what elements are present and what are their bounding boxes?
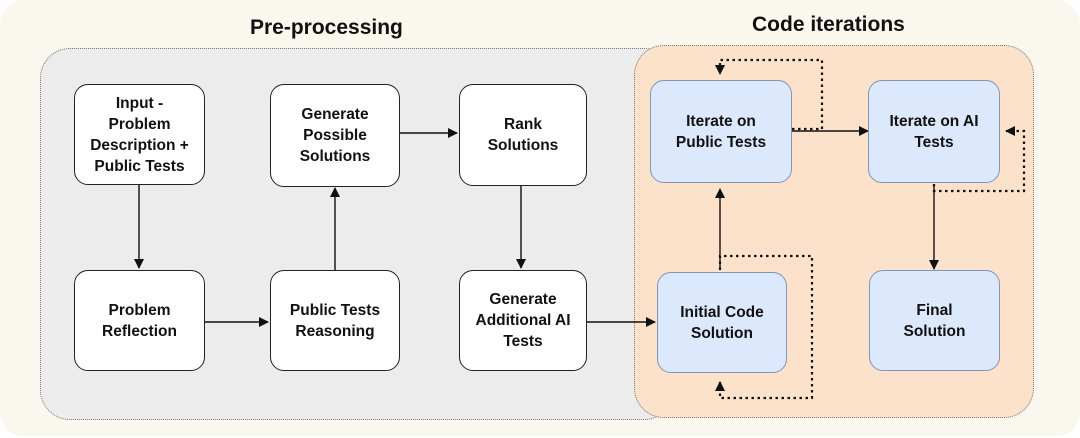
pre-processing-title: Pre-processing xyxy=(250,16,403,39)
generate-possible-solutions-node: Generate Possible Solutions xyxy=(270,84,400,187)
loop-iterate-public xyxy=(715,58,824,131)
final-solution-node: Final Solution xyxy=(869,270,1000,371)
code-iterations-title: Code iterations xyxy=(752,13,905,36)
iterate-on-ai-tests-node: Iterate on AI Tests xyxy=(868,80,1000,183)
problem-reflection-node: Problem Reflection xyxy=(74,270,205,371)
iterate-on-public-tests-node: Iterate on Public Tests xyxy=(650,80,792,183)
public-tests-reasoning-node: Public Tests Reasoning xyxy=(270,270,400,371)
input-problem-description-node: Input - Problem Description + Public Tes… xyxy=(74,84,205,185)
rank-solutions-node: Rank Solutions xyxy=(459,84,587,186)
loop-initial-code xyxy=(715,254,814,400)
generate-additional-ai-tests-node: Generate Additional AI Tests xyxy=(459,270,587,371)
initial-code-solution-node: Initial Code Solution xyxy=(657,272,787,373)
loop-iterate-ai xyxy=(932,126,1026,193)
